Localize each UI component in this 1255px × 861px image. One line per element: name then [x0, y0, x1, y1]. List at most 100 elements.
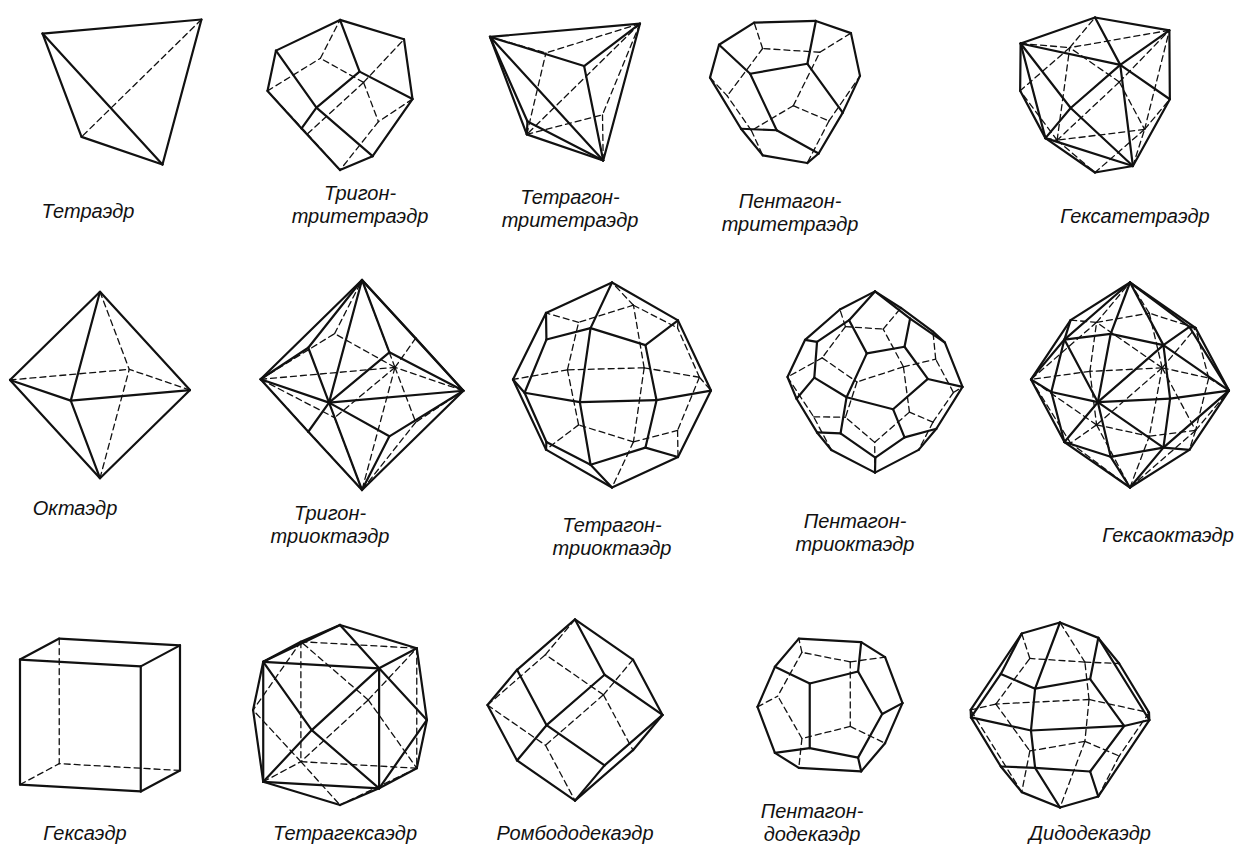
visible-edge	[1130, 283, 1163, 346]
hidden-edge	[850, 662, 851, 727]
visible-edge	[843, 76, 860, 113]
visible-edge	[719, 45, 750, 74]
visible-edge	[875, 437, 904, 457]
visible-edge	[817, 320, 849, 342]
visible-edge	[603, 24, 640, 161]
visible-edge	[847, 397, 893, 409]
hidden-edge	[546, 425, 579, 450]
hidden-edge	[678, 328, 700, 377]
polyhedron	[10, 292, 190, 478]
visible-edge	[545, 313, 548, 340]
polyhedron	[758, 639, 903, 772]
visible-edge	[308, 348, 329, 403]
visible-edge	[814, 378, 846, 398]
visible-edge	[362, 280, 416, 338]
hidden-edge	[567, 370, 578, 425]
visible-edge	[1189, 391, 1229, 450]
polyhedron	[20, 639, 180, 792]
visible-edge	[810, 672, 858, 684]
visible-edge	[1098, 402, 1111, 457]
hidden-edge	[263, 762, 301, 782]
hidden-edge	[362, 280, 395, 367]
visible-edge	[1119, 664, 1149, 713]
hidden-edge	[378, 99, 412, 122]
visible-edge	[1031, 689, 1035, 731]
visible-edge	[799, 768, 861, 772]
hidden-edge	[1030, 741, 1085, 751]
visible-edge	[849, 291, 875, 320]
visible-edge	[490, 37, 584, 66]
visible-edge	[605, 715, 663, 765]
visible-edge	[971, 674, 1001, 717]
polyhedron	[710, 21, 860, 163]
visible-edge	[591, 448, 646, 465]
visible-edge	[276, 51, 316, 108]
visible-edge	[971, 717, 1001, 766]
hidden-edge	[802, 652, 850, 661]
hidden-edge	[368, 648, 417, 700]
hidden-edge	[545, 745, 575, 800]
visible-edge	[719, 23, 754, 45]
hidden-edge	[513, 370, 567, 380]
visible-edge	[775, 753, 799, 768]
visible-edge	[517, 670, 547, 725]
visible-edge	[678, 320, 711, 390]
visible-edge	[528, 121, 604, 160]
visible-edge	[788, 340, 806, 377]
visible-edge	[261, 280, 362, 379]
visible-edge	[302, 128, 340, 170]
visible-edge	[575, 619, 605, 674]
visible-edge	[1163, 327, 1189, 345]
visible-edge	[1064, 340, 1097, 403]
visible-edge	[775, 748, 810, 753]
visible-edge	[379, 768, 417, 788]
visible-edge	[362, 280, 463, 391]
hidden-edge	[1130, 430, 1196, 487]
visible-edge	[893, 379, 928, 409]
visible-edge	[858, 642, 861, 671]
visible-edge	[817, 431, 841, 434]
visible-edge	[527, 134, 603, 160]
visible-edge	[404, 39, 412, 99]
visible-edge	[362, 436, 389, 490]
visible-edge	[885, 703, 902, 743]
visible-edge	[1098, 720, 1149, 796]
visible-edge	[1020, 91, 1045, 138]
polyhedron	[43, 20, 202, 165]
visible-edge	[1120, 65, 1170, 99]
visible-edge	[360, 72, 413, 99]
visible-edge	[849, 320, 867, 353]
visible-edge	[970, 710, 973, 717]
visible-edge	[893, 409, 904, 437]
polyhedron	[1020, 18, 1170, 173]
visible-edge	[1031, 731, 1035, 768]
polyhedron	[488, 619, 663, 800]
hidden-edge	[261, 334, 335, 380]
visible-edge	[1111, 283, 1130, 334]
visible-edge	[1098, 399, 1170, 403]
form-name: Тетрагон- тритетраэдр	[502, 186, 639, 232]
visible-edge	[340, 20, 360, 72]
visible-edge	[379, 648, 417, 668]
hidden-edge	[1130, 436, 1149, 487]
hidden-edge	[996, 699, 1089, 704]
visible-edge	[584, 24, 640, 66]
visible-edge	[308, 280, 362, 348]
visible-edge	[1001, 766, 1022, 792]
visible-edge	[605, 675, 663, 715]
visible-edge	[1071, 108, 1133, 166]
form-name: Пентагон- триоктаэдр	[796, 510, 915, 556]
hidden-edge	[1097, 368, 1163, 425]
hidden-edge	[778, 696, 802, 738]
visible-edge	[1019, 43, 1022, 90]
visible-edge	[575, 619, 633, 659]
polyhedron	[971, 623, 1150, 808]
visible-edge	[1045, 138, 1132, 166]
visible-edge	[362, 391, 463, 490]
visible-edge	[378, 668, 380, 788]
hidden-edge	[633, 368, 644, 442]
hidden-edge	[253, 642, 301, 710]
visible-edge	[373, 99, 413, 156]
hidden-edge	[546, 313, 579, 322]
visible-edge	[1090, 679, 1124, 726]
